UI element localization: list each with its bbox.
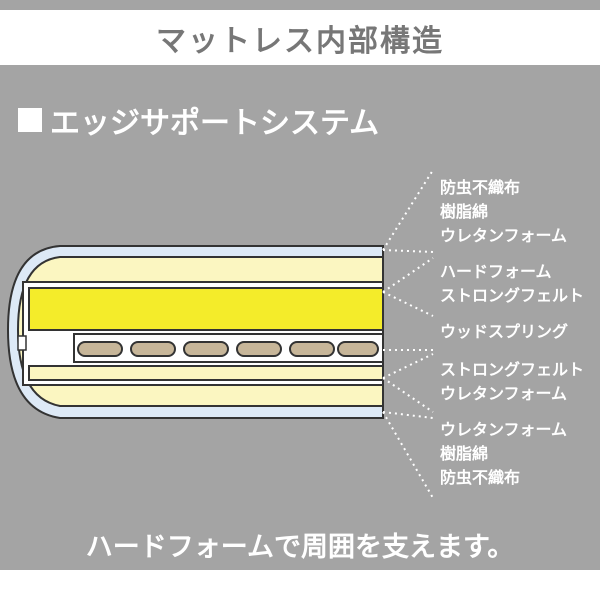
layer-label: ストロングフェルト: [440, 286, 585, 305]
page-title: マットレス内部構造: [156, 23, 444, 59]
leader-line-2: [382, 257, 434, 293]
layer-label: ウレタンフォーム: [440, 384, 568, 403]
layer-label-group-3: ウッドスプリング: [440, 320, 568, 344]
layer-label: ウッドスプリング: [440, 322, 569, 341]
layer-label: 樹脂綿: [440, 202, 489, 221]
caption: ハードフォームで周囲を支えます。: [85, 532, 515, 563]
leader-line-5: [382, 411, 434, 499]
layer-label: ストロングフェルト: [440, 360, 585, 379]
leader-line-1: [382, 249, 434, 253]
leader-line-4: [382, 353, 434, 379]
title-bar: マットレス内部構造: [0, 10, 600, 65]
layer-label: 防虫不織布: [440, 178, 521, 197]
layer-label-group-1: 防虫不織布 樹脂綿 ウレタンフォーム: [440, 176, 567, 248]
leader-line-4: [382, 377, 434, 413]
wood-spring: [130, 341, 176, 357]
leader-line-2: [382, 291, 434, 317]
wood-spring: [337, 341, 379, 357]
white-square-icon: [18, 108, 42, 132]
layer-label: ハードフォーム: [440, 262, 552, 281]
section-heading-text: エッジサポートシステム: [50, 106, 380, 141]
wood-spring: [289, 341, 335, 357]
layer-label: 樹脂綿: [440, 444, 489, 463]
section-heading: エッジサポートシステム: [18, 98, 379, 142]
layer-label-group-5: ウレタンフォーム 樹脂綿 防虫不織布: [440, 418, 567, 490]
hard-foam-layer: [28, 287, 384, 331]
lower-felt-strip: [28, 365, 384, 381]
layer-label: ウレタンフォーム: [440, 420, 568, 439]
layer-label-group-4: ストロングフェルト ウレタンフォーム: [440, 358, 584, 406]
wood-spring: [77, 341, 123, 357]
leader-line-5: [382, 411, 434, 419]
layer-label: ウレタンフォーム: [440, 226, 568, 245]
layer-label: 防虫不織布: [440, 468, 521, 487]
wood-spring: [236, 341, 282, 357]
edge-clip: [17, 335, 27, 351]
bottom-bar: [0, 570, 600, 600]
leader-line-1: [382, 169, 434, 251]
wood-spring: [183, 341, 229, 357]
layer-label-group-2: ハードフォーム ストロングフェルト: [440, 260, 584, 308]
